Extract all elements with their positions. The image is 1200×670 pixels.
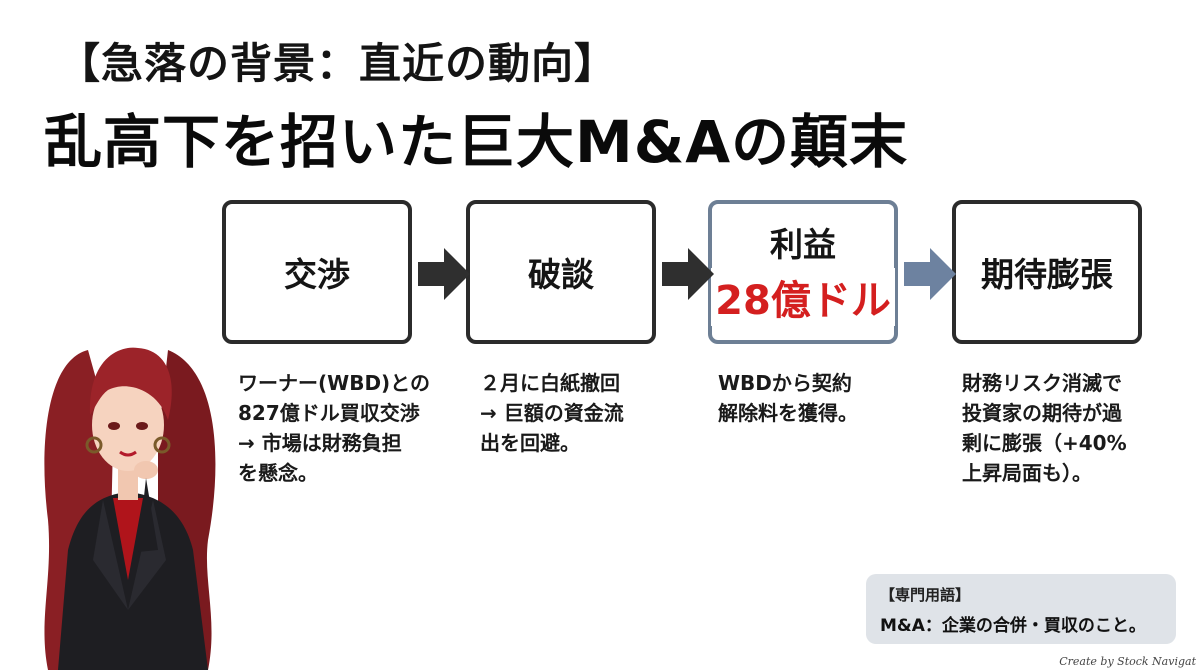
arrow-right-icon bbox=[418, 248, 470, 300]
flow-step-label: 交渉 bbox=[284, 255, 350, 294]
credit-text: Create by Stock Navigat bbox=[1059, 655, 1196, 668]
flow-step-description: 財務リスク消滅で 投資家の期待が過 剰に膨張（+40% 上昇局面も）。 bbox=[962, 371, 1127, 485]
glossary-heading: 【専門用語】 bbox=[880, 586, 971, 604]
page-title: 乱高下を招いた巨大M&Aの顛末 bbox=[44, 108, 909, 176]
flow-step-description: WBDから契約 解除料を獲得。 bbox=[718, 371, 858, 425]
flow-step-label: 期待膨張 bbox=[981, 255, 1113, 294]
glossary-note: 【専門用語】 M&A：企業の合併・買収のこと。 bbox=[866, 574, 1176, 644]
arrow-right-icon bbox=[662, 248, 714, 300]
flow-step-label: 破談 bbox=[528, 255, 594, 294]
flow-step-description: ２月に白紙撤回 → 巨額の資金流 出を回避。 bbox=[480, 371, 624, 455]
flow-step-profit: 利益 28億ドル bbox=[708, 200, 898, 344]
flow-step-label: 利益 bbox=[770, 225, 836, 264]
presenter-illustration bbox=[44, 347, 216, 670]
page-subtitle: 【急落の背景：直近の動向】 bbox=[58, 39, 618, 88]
flow-step-breakdown: 破談 bbox=[466, 200, 656, 344]
glossary-body: M&A：企業の合併・買収のこと。 bbox=[880, 616, 1146, 636]
flow-step-negotiation: 交渉 bbox=[222, 200, 412, 344]
arrow-right-icon bbox=[904, 248, 956, 300]
flow-step-description: ワーナー(WBD)との 827億ドル買収交渉 → 市場は財務負担 を懸念。 bbox=[238, 371, 430, 485]
profit-amount: 28億ドル bbox=[711, 268, 895, 326]
flow-step-expectation: 期待膨張 bbox=[952, 200, 1142, 344]
